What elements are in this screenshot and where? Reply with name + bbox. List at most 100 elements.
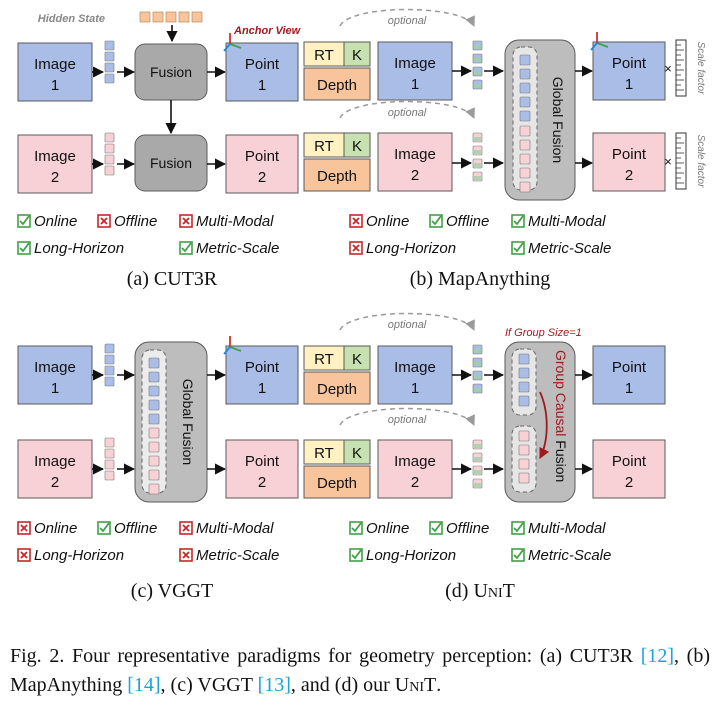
mapany-tokens-2-token-accent xyxy=(474,137,481,141)
vggt-point-1-num: 1 xyxy=(258,380,266,397)
unit-point-1-label: Point xyxy=(612,359,647,376)
vggt-point-2-label: Point xyxy=(245,453,280,470)
unit-tokens-2-token-accent xyxy=(474,483,481,487)
unit-group-2-token xyxy=(518,472,530,484)
vggt-prop-row2-1: Metric-Scale xyxy=(196,547,279,564)
cut3r-tokens-1-token xyxy=(104,51,115,62)
unit-group-2-token xyxy=(518,458,530,470)
check-mark xyxy=(19,242,30,253)
mapany-tokens-1-token-accent xyxy=(474,58,481,62)
unit-optional-2-label: optional xyxy=(388,414,427,426)
mapany-point-1 xyxy=(592,41,666,101)
panel-title-b: (b) MapAnything xyxy=(410,268,551,290)
check-mark xyxy=(351,522,362,533)
unit-tokens-1-token-accent xyxy=(474,362,481,366)
cross-mark xyxy=(352,217,360,225)
mapany-cond-2-rt-label: RT xyxy=(314,138,334,155)
cut3r-image-1-num: 1 xyxy=(51,77,59,94)
cross-mark xyxy=(20,551,28,559)
mapany-tokens-1-token-accent xyxy=(474,84,481,88)
unit-image-1-num: 1 xyxy=(411,380,419,397)
mapany-cond-1-k-label: K xyxy=(352,47,362,64)
axis-frame-icon xyxy=(223,33,242,52)
hidden-state-token xyxy=(152,11,164,23)
mapany-optional-2-label: optional xyxy=(388,107,427,119)
vggt-tokens-2-token xyxy=(104,448,115,459)
mapany-prop-row1-2: Multi-Modal xyxy=(528,213,606,230)
check-mark xyxy=(19,215,30,226)
mapany-stack-pink-token xyxy=(519,167,531,179)
mapany-point-2-num: 2 xyxy=(625,167,633,184)
unit-tokens-1-token-accent xyxy=(474,375,481,379)
check-mark xyxy=(513,242,524,253)
mapany-image-1-num: 1 xyxy=(411,76,419,93)
vggt-stack-blue-token xyxy=(148,413,160,425)
check-mark xyxy=(181,242,192,253)
check-mark xyxy=(431,522,442,533)
ref-link-12[interactable]: [12] xyxy=(640,645,675,667)
unit-group-1-token xyxy=(518,353,530,365)
unit-group-2-token xyxy=(518,444,530,456)
axis-x xyxy=(229,43,242,49)
check-mark xyxy=(513,215,524,226)
check-mark xyxy=(431,215,442,226)
unit-cond-2-depth xyxy=(303,465,371,499)
mapany-stack-pink-token xyxy=(519,153,531,165)
axis-z xyxy=(223,346,231,355)
vggt-tokens-2-token xyxy=(104,459,115,470)
vggt-prop-row2-0: Long-Horizon xyxy=(34,547,124,564)
vggt-prop-row1-2: Multi-Modal xyxy=(196,520,274,537)
mapany-image-1-label: Image xyxy=(394,55,436,72)
cross-mark xyxy=(182,217,190,225)
vggt-point-2-num: 2 xyxy=(258,474,266,491)
vggt-image-2 xyxy=(17,439,93,499)
cut3r-point-2 xyxy=(225,134,299,194)
mapany-cond-2-depth xyxy=(303,158,371,192)
mapany-stack-blue-token xyxy=(519,110,531,122)
mapany-stack-pink-token xyxy=(519,139,531,151)
unit-point-2-label: Point xyxy=(612,453,647,470)
figure-caption: Fig. 2. Four representative paradigms fo… xyxy=(10,642,710,700)
cross-mark xyxy=(20,524,28,532)
mapany-tokens-2-token-accent xyxy=(474,150,481,154)
unit-cond-2-k xyxy=(343,439,371,465)
vggt-image-1-label: Image xyxy=(34,359,76,376)
cut3r-point-2-num: 2 xyxy=(258,169,266,186)
mapany-prop-row2-1: Metric-Scale xyxy=(528,240,611,257)
cut3r-point-1 xyxy=(225,42,299,102)
mapany-optional-2 xyxy=(339,100,475,119)
unit-image-2 xyxy=(377,439,453,499)
mapany-image-2 xyxy=(377,132,453,192)
cut3r-tokens-2-token xyxy=(104,154,115,165)
unit-cond-1-k-label: K xyxy=(352,351,362,368)
mapany-point-2-label: Point xyxy=(612,146,647,163)
vggt-tokens-2-token xyxy=(104,470,115,481)
scale-ruler-icon xyxy=(675,132,687,190)
vggt-stack-pink-token xyxy=(148,455,160,467)
unit-group-1-token xyxy=(518,395,530,407)
unit-cond-1-depth-label: Depth xyxy=(317,381,357,398)
vggt-tokens-2-token xyxy=(104,437,115,448)
vggt-point-1 xyxy=(225,345,299,405)
ref-link-13[interactable]: [13] xyxy=(257,674,291,696)
unit-fusion-label: Group Causal Fusion xyxy=(553,350,569,482)
cut3r-tokens-1-token xyxy=(104,40,115,51)
vggt-tokens-1-token xyxy=(104,343,115,354)
vggt-image-2-num: 2 xyxy=(51,474,59,491)
mapany-cond-2-depth-label: Depth xyxy=(317,168,357,185)
mapany-point-2 xyxy=(592,132,666,192)
unit-prop-row1-0: Online xyxy=(366,520,409,537)
unit-tokens-2-token-accent xyxy=(474,444,481,448)
unit-image-2-label: Image xyxy=(394,453,436,470)
cut3r-fusion-2 xyxy=(134,134,208,192)
cut3r-image-2-num: 2 xyxy=(51,169,59,186)
unit-name: UniT xyxy=(473,580,514,602)
anchor-view-label: Anchor View xyxy=(233,25,302,37)
unit-group-1-token xyxy=(518,367,530,379)
mapany-stack-blue-token xyxy=(519,68,531,80)
unit-image-1-label: Image xyxy=(394,359,436,376)
ref-link-14[interactable]: [14] xyxy=(127,674,161,696)
caption-lead: Fig. 2. Four representative paradigms fo… xyxy=(10,645,641,667)
vggt-prop-row1-1: Offline xyxy=(114,520,157,537)
scale-ruler-body xyxy=(675,39,687,97)
